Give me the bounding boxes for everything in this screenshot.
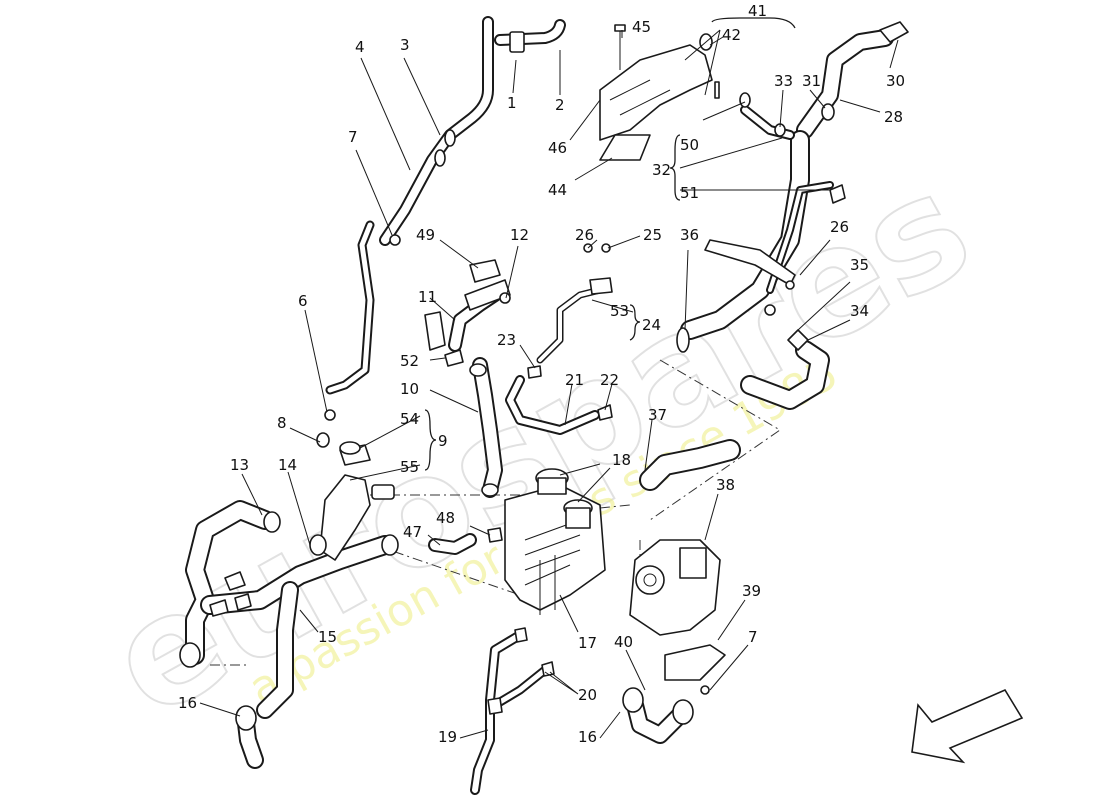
callout-54: 54 bbox=[400, 410, 419, 428]
callout-11: 11 bbox=[418, 288, 437, 306]
callout-3: 3 bbox=[400, 36, 410, 54]
callout-labels: 1 2 3 4 7 45 41 42 46 44 33 31 30 28 50 … bbox=[178, 2, 905, 746]
callout-39: 39 bbox=[742, 582, 761, 600]
callout-10: 10 bbox=[400, 380, 419, 398]
callout-50: 50 bbox=[680, 136, 699, 154]
callout-16a: 16 bbox=[178, 694, 197, 712]
callout-7a: 7 bbox=[348, 128, 358, 146]
callout-4: 4 bbox=[355, 38, 365, 56]
thermostat-housing bbox=[599, 44, 713, 141]
callout-23: 23 bbox=[497, 331, 516, 349]
callout-9: 9 bbox=[438, 432, 448, 450]
callout-32: 32 bbox=[652, 161, 671, 179]
callout-53: 53 bbox=[610, 302, 629, 320]
callout-22: 22 bbox=[600, 371, 619, 389]
callout-1: 1 bbox=[507, 94, 517, 112]
callout-21: 21 bbox=[565, 371, 584, 389]
callout-24: 24 bbox=[642, 316, 661, 334]
callout-26b: 26 bbox=[575, 226, 594, 244]
callout-19: 19 bbox=[438, 728, 457, 746]
arrow-down-left-icon bbox=[911, 688, 1024, 764]
callout-7b: 7 bbox=[748, 628, 758, 646]
callout-37: 37 bbox=[648, 406, 667, 424]
callout-34: 34 bbox=[850, 302, 869, 320]
callout-40: 40 bbox=[614, 633, 633, 651]
direction-arrow bbox=[911, 688, 1024, 764]
callout-18: 18 bbox=[612, 451, 631, 469]
callout-45: 45 bbox=[632, 18, 651, 36]
callout-51: 51 bbox=[680, 184, 699, 202]
callout-35: 35 bbox=[850, 256, 869, 274]
callout-15: 15 bbox=[318, 628, 337, 646]
callout-42: 42 bbox=[722, 26, 741, 44]
callout-20: 20 bbox=[578, 686, 597, 704]
callout-30: 30 bbox=[886, 72, 905, 90]
callout-55: 55 bbox=[400, 458, 419, 476]
callout-38: 38 bbox=[716, 476, 735, 494]
callout-36: 36 bbox=[680, 226, 699, 244]
hoses bbox=[185, 16, 894, 795]
watermark: eurospares a passion for parts since 198… bbox=[82, 138, 998, 752]
watermark-brand: eurospares bbox=[83, 139, 997, 751]
callout-41: 41 bbox=[748, 2, 767, 20]
callout-52: 52 bbox=[400, 352, 419, 370]
leader-lines bbox=[199, 29, 899, 739]
callout-48: 48 bbox=[436, 509, 455, 527]
callout-28: 28 bbox=[884, 108, 903, 126]
group-braces bbox=[424, 17, 796, 471]
callout-49: 49 bbox=[416, 226, 435, 244]
callout-26a: 26 bbox=[830, 218, 849, 236]
callout-12: 12 bbox=[510, 226, 529, 244]
callout-25: 25 bbox=[643, 226, 662, 244]
callout-33: 33 bbox=[774, 72, 793, 90]
callout-44: 44 bbox=[548, 181, 567, 199]
components bbox=[179, 21, 909, 731]
callout-8: 8 bbox=[277, 414, 287, 432]
callout-31: 31 bbox=[802, 72, 821, 90]
callout-46: 46 bbox=[548, 139, 567, 157]
callout-2: 2 bbox=[555, 96, 565, 114]
callout-6: 6 bbox=[298, 292, 308, 310]
callout-47: 47 bbox=[403, 523, 422, 541]
callout-13: 13 bbox=[230, 456, 249, 474]
callout-16b: 16 bbox=[578, 728, 597, 746]
callout-14: 14 bbox=[278, 456, 297, 474]
callout-17: 17 bbox=[578, 634, 597, 652]
